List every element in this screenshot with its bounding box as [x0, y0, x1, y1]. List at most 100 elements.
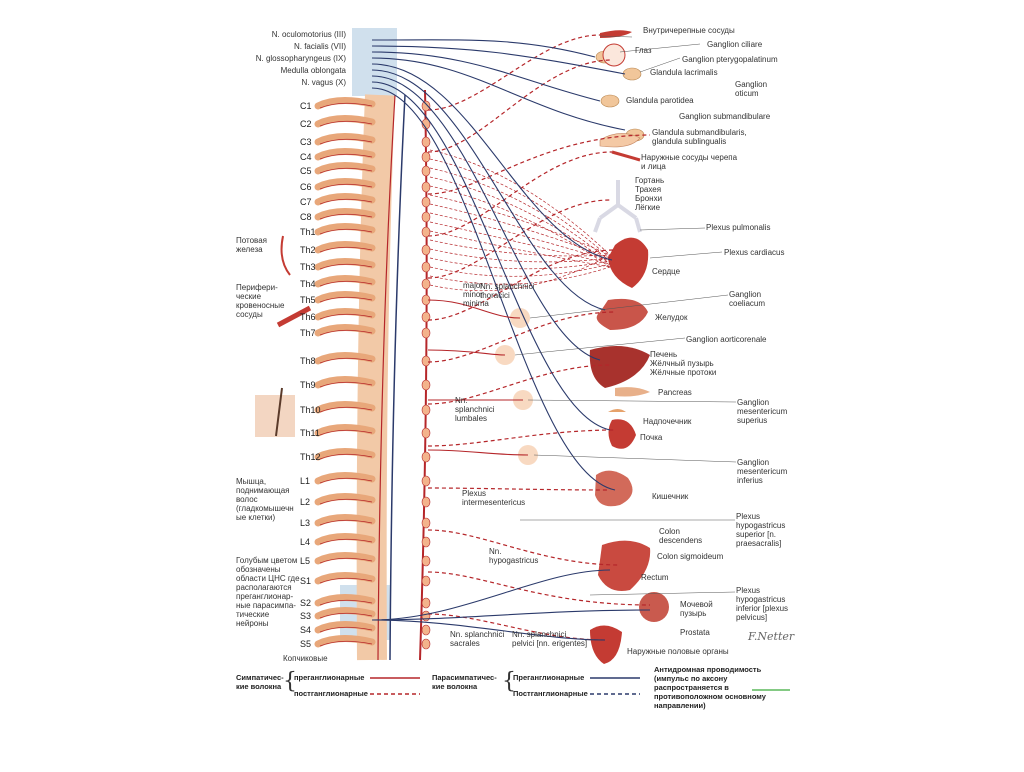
spinal-nerve-root [314, 493, 376, 506]
cardiac-pulmonary-fiber [429, 158, 611, 259]
label-leader-line [514, 337, 686, 356]
liver [589, 346, 650, 388]
spinal-nerve-fiber [319, 329, 373, 336]
cardiac-pulmonary-fiber [429, 254, 611, 292]
segment-label-th5: Th5 [300, 295, 316, 305]
spinal-nerve-fiber [319, 599, 373, 606]
label-kidney: Почка [640, 433, 663, 442]
trunk-ganglion [421, 181, 431, 193]
label-prostata: Prostata [680, 628, 710, 637]
trunk-ganglion [421, 151, 431, 163]
kidney [608, 419, 636, 449]
spinal-nerve-root [314, 552, 376, 565]
spinal-nerve-fiber [319, 153, 373, 160]
label-splanchnici-thoracici: Nn. splanchnici thoracici [480, 282, 535, 300]
label-leader-line [589, 591, 736, 596]
label-glandula-submandibularis: Glandula submandibularis, glandula subli… [652, 128, 747, 146]
spinal-nerve-root [314, 133, 376, 146]
segment-label-th11: Th11 [300, 428, 320, 438]
parasympathetic-preganglionic-fiber [371, 57, 626, 131]
label-adrenal: Надпочечник [643, 417, 692, 426]
label-n-oculomotorius: N. oculomotorius (III) [271, 30, 346, 39]
label-leader-line [639, 227, 706, 231]
spinal-nerve-root [314, 635, 376, 648]
spinal-nerve-fiber [319, 453, 373, 460]
legend-brace-right: { [502, 669, 516, 694]
spinal-nerve-fiber [319, 263, 373, 270]
segment-label-s3: S3 [300, 611, 312, 621]
parasympathetic-preganglionic-fiber [371, 81, 611, 431]
sympathetic-postganglionic-fiber [427, 249, 616, 321]
label-leader-line [619, 43, 701, 53]
sympathetic-postganglionic-fiber [427, 59, 613, 153]
label-stomach: Желудок [655, 313, 688, 322]
spinal-nerve-fiber [319, 183, 373, 190]
trunk-ganglion [421, 196, 431, 208]
cardiac-pulmonary-fiber [429, 263, 611, 277]
cardiac-pulmonary-fiber [429, 149, 611, 256]
trunk-ganglion [421, 496, 431, 508]
segment-label-th1: Th1 [300, 227, 316, 237]
spinal-nerve-root [314, 424, 376, 437]
sympathetic-postganglionic-fiber [427, 364, 611, 405]
trunk-ganglion [421, 517, 431, 529]
spinal-nerve-root [314, 594, 376, 607]
parasympathetic-preganglionic-fiber [371, 51, 601, 102]
segment-label-th3: Th3 [300, 262, 316, 272]
label-leader-line [639, 57, 681, 73]
spinal-nerve-fiber [319, 406, 373, 413]
sympathetic-postganglionic-fiber [427, 151, 613, 237]
segment-label-th7: Th7 [300, 328, 316, 338]
splanchnic-nerve [427, 299, 521, 319]
label-ganglion-oticum: Ganglion oticum [735, 80, 768, 98]
label-leader-line [527, 399, 737, 403]
spinal-nerve-root [314, 97, 376, 110]
parasympathetic-preganglionic-fiber [371, 69, 606, 311]
label-ganglion-coeliacum: Ganglion coeliacum [729, 290, 766, 308]
spinal-nerve-fiber [319, 213, 373, 220]
spinal-nerve-root [314, 324, 376, 337]
pelvic-parasympathetic-fiber [371, 569, 611, 621]
legend-line-samples [370, 677, 790, 695]
eye [602, 43, 626, 67]
label-blue-note: Голубым цветом обозначены области ЦНС гд… [236, 556, 300, 628]
pelvic-parasympathetic-fiber [371, 609, 651, 621]
segment-label-th8: Th8 [300, 356, 316, 366]
spinal-nerve-root [314, 162, 376, 175]
sympathetic-postganglionic-fiber [427, 529, 621, 566]
label-nn-hypogastricus: Nn. hypogastricus [489, 547, 539, 565]
segment-label-l3: L3 [300, 518, 311, 528]
label-ganglion-aorticorenale: Ganglion aorticorenale [686, 335, 767, 344]
label-heart: Сердце [652, 267, 681, 276]
spinal-cord [356, 94, 395, 661]
spinal-nerve-root [314, 308, 376, 321]
label-leader-line [599, 35, 633, 38]
pancreas [615, 387, 650, 397]
spinal-nerve-root [314, 376, 376, 389]
splanchnic-nerve [427, 449, 529, 456]
parasympathetic-preganglionic-fiber [371, 45, 626, 75]
spinal-nerve-fiber [319, 640, 373, 647]
label-arrector-muscle: Мышца, поднимающая волос (гладкомышечн ы… [236, 477, 294, 522]
cranial-ganglion [600, 94, 620, 108]
segment-label-c5: C5 [300, 166, 312, 176]
genitals [590, 625, 622, 664]
bladder [639, 592, 669, 622]
spinal-nerve-fiber [319, 577, 373, 584]
label-liver: Печень Жёлчный пузырь Жёлчные протоки [650, 350, 717, 377]
spinal-nerve-fiber [319, 612, 373, 619]
trunk-ganglion [421, 379, 431, 391]
cardiac-pulmonary-fiber [429, 194, 611, 256]
segment-label-c6: C6 [300, 182, 312, 192]
trunk-ganglion [421, 610, 431, 622]
label-medulla-oblongata: Medulla oblongata [280, 66, 346, 75]
label-glandula-lacrimalis: Glandula lacrimalis [650, 68, 718, 77]
label-leader-line [533, 454, 737, 463]
trunk-ganglion [421, 404, 431, 416]
segment-label-th12: Th12 [300, 452, 321, 462]
stomach [596, 298, 648, 330]
spinal-tract-blue [389, 94, 406, 661]
cardiac-pulmonary-fiber [429, 176, 611, 265]
label-intestine: Кишечник [652, 492, 689, 501]
nerve-fibers [371, 34, 737, 641]
